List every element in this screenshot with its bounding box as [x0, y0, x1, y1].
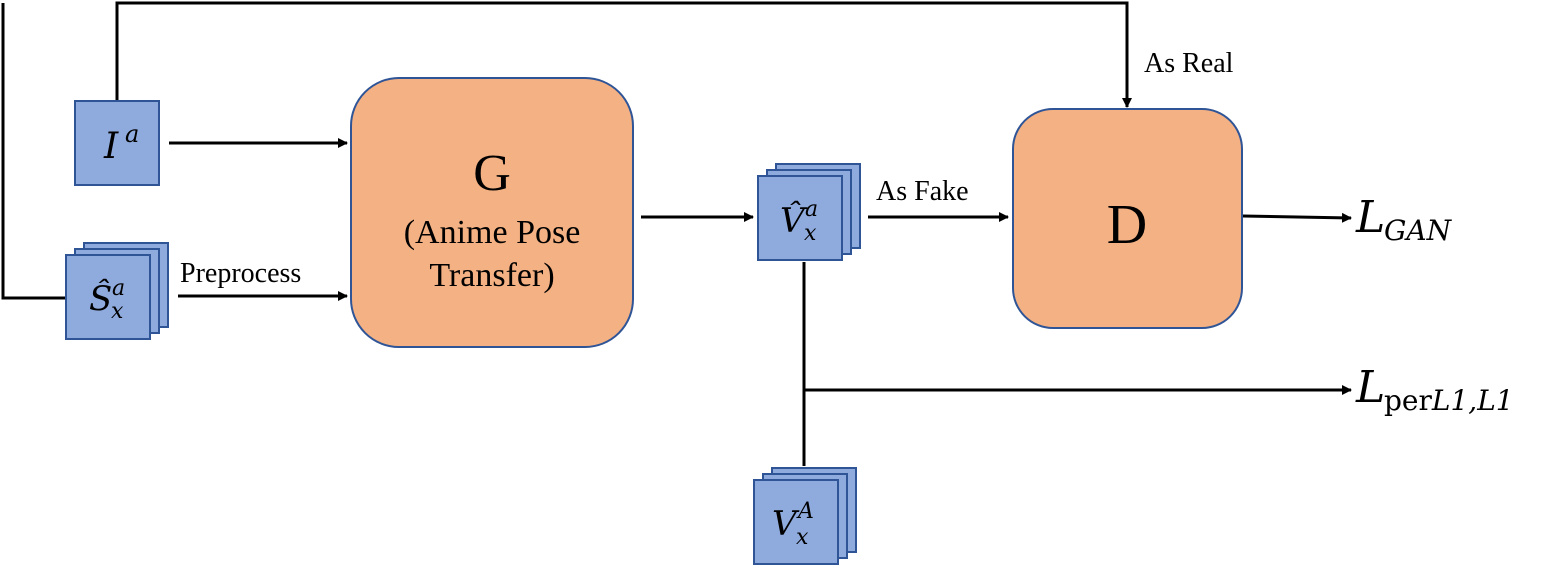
v-A-base: V: [772, 504, 800, 544]
node-i-a: I a: [74, 100, 160, 186]
v-A-sup: A: [796, 499, 814, 524]
as-fake-label: As Fake: [876, 176, 969, 207]
node-s-hat-x-a: Ŝ a x: [65, 242, 169, 340]
v-hat-sup: a: [805, 197, 818, 222]
generator-line1: (Anime Pose: [404, 214, 581, 251]
node-v-hat-x-a: V̂ a x: [757, 163, 861, 261]
discriminator-title: D: [1107, 194, 1147, 256]
discriminator-block: D: [1012, 108, 1243, 329]
l-per-sub-upright: per: [1384, 384, 1432, 417]
l-per-base: L: [1355, 362, 1385, 413]
generator-line2: Transfer): [429, 257, 554, 294]
pose-loop-line: [1, 3, 66, 300]
v-hat-sub: x: [804, 221, 817, 246]
l-per-sub: perL1,L1: [1384, 384, 1514, 417]
output-l-per: L perL1,L1: [1355, 362, 1514, 417]
output-l-gan: L GAN: [1355, 192, 1453, 247]
i-a-base: I: [103, 126, 119, 167]
s-hat-sub: x: [111, 299, 124, 324]
generator-title: G: [473, 145, 511, 202]
s-hat-sup: a: [112, 276, 125, 301]
preprocess-label: Preprocess: [180, 258, 301, 289]
node-v-x-A: V A x: [753, 467, 857, 565]
l-gan-base: L: [1355, 192, 1385, 243]
i-a-sup: a: [125, 120, 139, 148]
l-per-sub-italic: L1,L1: [1431, 384, 1514, 417]
input-to-discriminator-line: [115, 1, 1132, 108]
v-A-sub: x: [796, 525, 809, 550]
s-hat-base: Ŝ: [89, 278, 112, 319]
d-to-lgan-arrow: [1242, 212, 1352, 223]
as-real-label: As Real: [1144, 48, 1234, 79]
l-gan-sub: GAN: [1384, 214, 1453, 247]
v-hat-base: V̂: [780, 200, 808, 241]
generator-block: G (Anime Pose Transfer): [350, 77, 634, 348]
